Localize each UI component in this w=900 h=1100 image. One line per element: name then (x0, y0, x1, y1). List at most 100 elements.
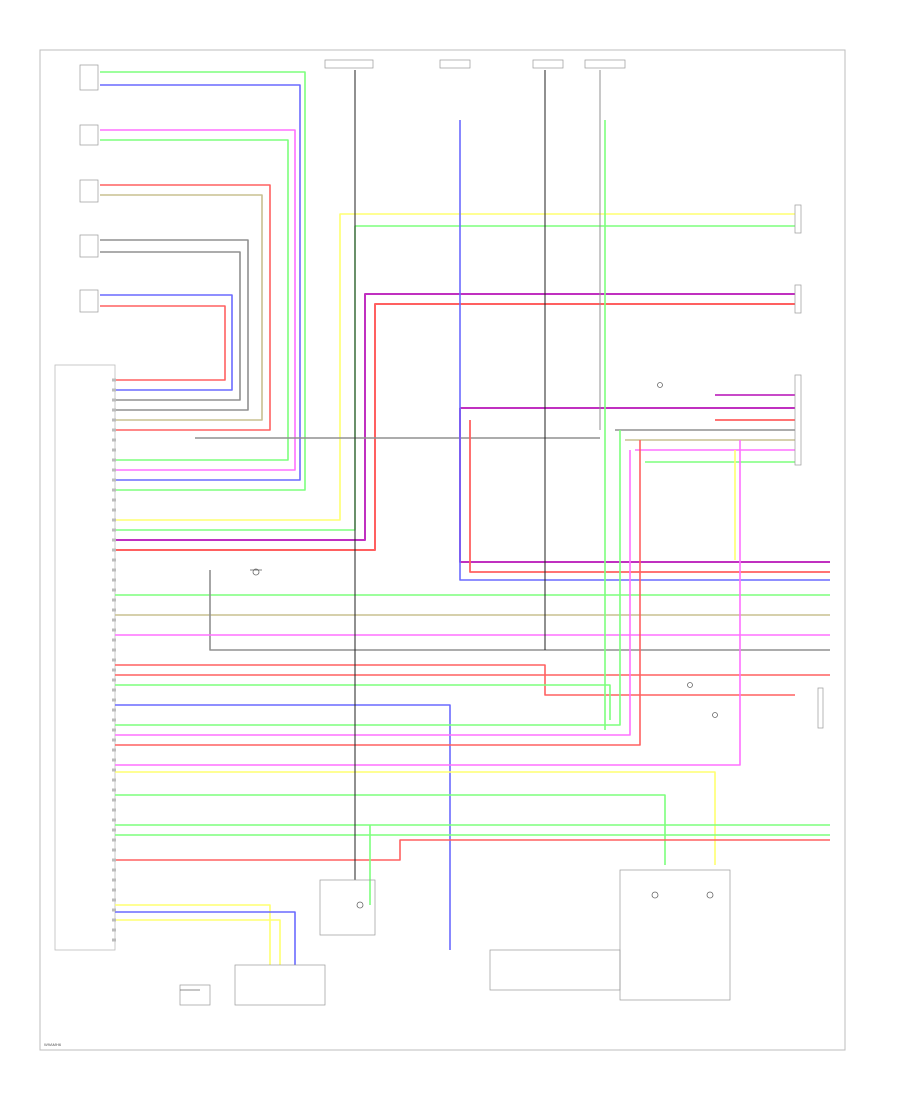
pump-motor-relay (319, 879, 376, 936)
ecu-pin (112, 718, 116, 722)
wire-green-3 (115, 225, 795, 531)
ecu-pin (112, 598, 116, 602)
wire-red-2 (100, 305, 226, 381)
ecu-pin (112, 748, 116, 752)
hot-in-run-start-connector (584, 59, 626, 69)
ecu-pin (112, 848, 116, 852)
ecu-pin (112, 638, 116, 642)
ecu-pin (112, 828, 116, 832)
wire-red-8 (115, 440, 641, 746)
wire-green-6 (115, 684, 611, 720)
fuse-box-connector (324, 59, 374, 69)
page-label: W9AMH6 (44, 1042, 62, 1047)
ecu-pin (112, 508, 116, 512)
ecu-pin (112, 768, 116, 772)
wire-red-6 (115, 664, 795, 696)
wire-pink-5 (115, 440, 741, 766)
right-connector-2 (794, 284, 802, 314)
wire-blue-5 (115, 911, 296, 965)
ecu-pin-layer (112, 378, 116, 942)
wire-red-1 (100, 184, 271, 431)
ecu-pin (112, 468, 116, 472)
wire-gray-2 (100, 251, 241, 401)
ecu-pin (112, 548, 116, 552)
ecu-pin (112, 918, 116, 922)
wire-red-9 (115, 839, 830, 861)
wire-yellow-4 (115, 919, 281, 965)
wire-yellow-2 (115, 771, 716, 865)
wire-tan-1 (100, 194, 263, 421)
ecu-pin (112, 868, 116, 872)
wire-blue-2 (100, 294, 233, 391)
ecu-pin (112, 798, 116, 802)
ecu-pin (112, 738, 116, 742)
ecu-pin (112, 658, 116, 662)
wire-blue-1 (100, 84, 301, 481)
ecu-pin (112, 728, 116, 732)
ecu-pin (112, 608, 116, 612)
ecu-pin (112, 898, 116, 902)
ecu-pin (112, 698, 116, 702)
ecu-pin (112, 878, 116, 882)
sensor-box-3 (79, 179, 99, 203)
hot-at-all-times-connector (439, 59, 471, 69)
wire-red-5 (469, 420, 830, 573)
ecu-pin (112, 488, 116, 492)
wire-magenta-1 (115, 293, 795, 541)
hot-in-run-connector (532, 59, 564, 69)
ecu-pin (112, 618, 116, 622)
wire-layer (100, 70, 830, 965)
ecu-pin (112, 588, 116, 592)
wire-magenta-4 (459, 408, 830, 563)
ecu-pin (112, 438, 116, 442)
ecu-pin (112, 388, 116, 392)
ecu-pin (112, 888, 116, 892)
right-connector-3 (794, 374, 802, 466)
ecu-pin (112, 538, 116, 542)
ecu-pin (112, 668, 116, 672)
ecu-pin (112, 448, 116, 452)
abs-hydraulic-unit (234, 964, 326, 1006)
ecu-pin (112, 818, 116, 822)
ecu-pin (112, 528, 116, 532)
switch-symbols (180, 382, 718, 991)
sensor-box-1 (79, 64, 99, 91)
ecu-pin (112, 778, 116, 782)
sensor-box-2 (79, 124, 99, 146)
ecu-pin (112, 478, 116, 482)
wire-green-1 (100, 71, 306, 491)
ecu-pin (112, 498, 116, 502)
wire-green-8 (115, 794, 666, 865)
brake-pressure-sensor (619, 869, 731, 1001)
ecu-pin (112, 708, 116, 712)
ecu-pin (112, 558, 116, 562)
ecu-pin (112, 908, 116, 912)
wire-yellow-3 (115, 904, 271, 965)
diagram-frame (39, 49, 846, 1051)
wire-pink-4 (115, 450, 631, 736)
ecu-pin (112, 518, 116, 522)
wire-gray-1 (100, 239, 249, 411)
sensor-box-5 (79, 289, 99, 313)
ecu-pin (112, 458, 116, 462)
ecu-pin (112, 568, 116, 572)
ecu-pin (112, 378, 116, 382)
ecu-pin (112, 428, 116, 432)
ecu-pin (112, 418, 116, 422)
wire-green-2 (100, 139, 289, 461)
ecu-pin (112, 648, 116, 652)
wire-yellow-1 (115, 213, 795, 521)
ecu-pin (112, 578, 116, 582)
ecu-pin (112, 678, 116, 682)
ecu-pin (112, 938, 116, 942)
ecu-pin (112, 838, 116, 842)
wire-green-7 (115, 430, 621, 726)
ecu-pin (112, 688, 116, 692)
wire-red-3 (115, 303, 795, 551)
yaw-rate-sensor (489, 949, 621, 991)
ecu-pin (112, 628, 116, 632)
wire-pink-1 (100, 129, 296, 471)
ecu-pin (112, 408, 116, 412)
sensor-box-4 (79, 234, 99, 258)
